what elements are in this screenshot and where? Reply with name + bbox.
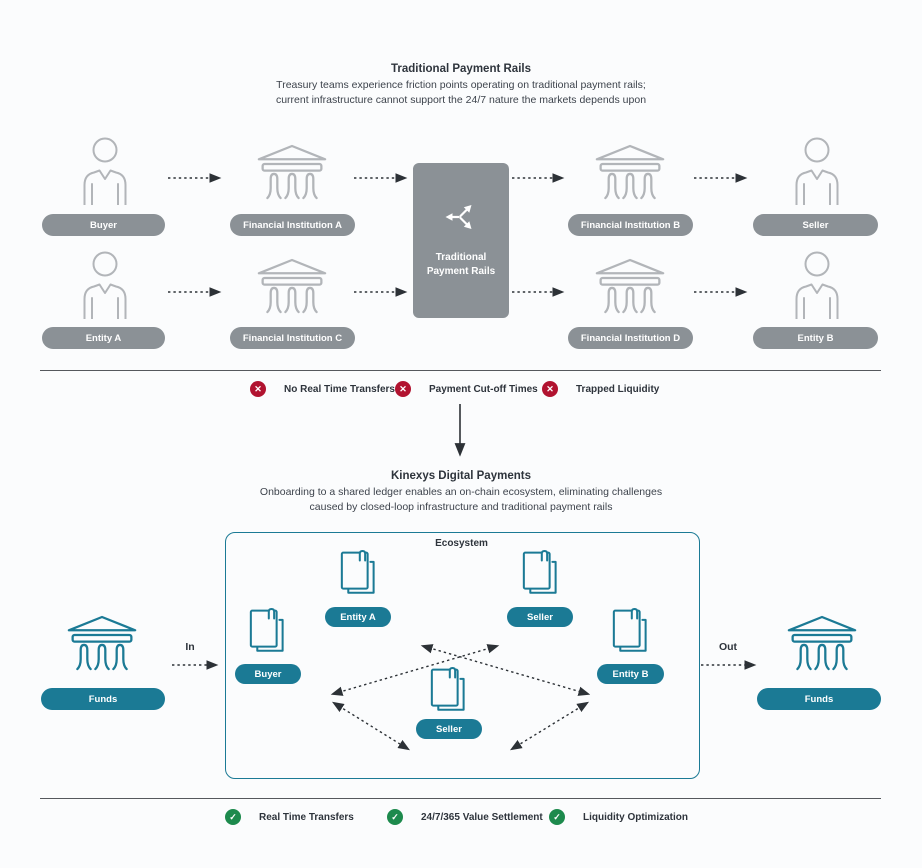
cross-icon: ✕ [250, 381, 266, 397]
check-icon: ✓ [387, 809, 403, 825]
traditional-payment-rails-hub: Traditional Payment Rails [413, 163, 509, 318]
person-icon [81, 137, 129, 205]
node-entity-b: Entity B [597, 664, 664, 684]
issue-label: Payment Cut-off Times [429, 383, 538, 395]
benefit-item: ✓ 24/7/365 Value Settlement [387, 809, 543, 825]
issue-item: ✕ No Real Time Transfers [250, 381, 395, 397]
section-divider [40, 370, 881, 371]
traditional-section-title: Traditional Payment Rails [391, 63, 531, 75]
hub-label-line2: Payment Rails [426, 266, 496, 277]
person-icon [793, 137, 841, 205]
bank-icon [786, 612, 858, 676]
hub-label-line1: Traditional [435, 252, 487, 263]
label-financial-institution-d: Financial Institution D [568, 327, 693, 349]
kinexys-section-title: Kinexys Digital Payments [391, 470, 531, 482]
ledger-icon [249, 607, 284, 653]
traditional-section-subtitle-2: current infrastructure cannot support th… [275, 94, 647, 106]
bank-icon [256, 256, 328, 318]
bank-icon [594, 256, 666, 318]
ecosystem-box [225, 532, 700, 779]
section-divider [40, 798, 881, 799]
issue-label: Trapped Liquidity [576, 383, 660, 395]
bank-icon [594, 142, 666, 204]
kinexys-section-subtitle-1: Onboarding to a shared ledger enables an… [259, 486, 663, 498]
node-entity-a: Entity A [325, 607, 391, 627]
cross-icon: ✕ [395, 381, 411, 397]
benefit-label: 24/7/365 Value Settlement [421, 811, 543, 823]
benefit-item: ✓ Liquidity Optimization [549, 809, 688, 825]
issue-item: ✕ Trapped Liquidity [542, 381, 659, 397]
person-icon [793, 251, 841, 319]
branch-arrows-icon [439, 195, 483, 239]
benefit-label: Real Time Transfers [259, 811, 354, 823]
check-icon: ✓ [549, 809, 565, 825]
benefit-label: Liquidity Optimization [583, 811, 688, 823]
issue-item: ✕ Payment Cut-off Times [395, 381, 538, 397]
node-buyer: Buyer [235, 664, 301, 684]
benefit-item: ✓ Real Time Transfers [225, 809, 354, 825]
label-entity-a: Entity A [42, 327, 165, 349]
check-icon: ✓ [225, 809, 241, 825]
label-financial-institution-a: Financial Institution A [230, 214, 355, 236]
bank-icon [66, 612, 138, 676]
ledger-icon [340, 549, 375, 595]
direction-out-label: Out [718, 641, 738, 653]
label-seller: Seller [753, 214, 878, 236]
ecosystem-title: Ecosystem [435, 538, 488, 549]
person-icon [81, 251, 129, 319]
bank-icon [256, 142, 328, 204]
cross-icon: ✕ [542, 381, 558, 397]
label-funds-in: Funds [41, 688, 165, 710]
kinexys-section-subtitle-2: caused by closed-loop infrastructure and… [309, 501, 613, 513]
label-funds-out: Funds [757, 688, 881, 710]
direction-in-label: In [185, 641, 195, 653]
traditional-section-subtitle-1: Treasury teams experience friction point… [276, 79, 646, 91]
node-seller-top: Seller [507, 607, 573, 627]
ledger-icon [430, 666, 465, 712]
label-entity-b: Entity B [753, 327, 878, 349]
label-buyer: Buyer [42, 214, 165, 236]
node-seller-center: Seller [416, 719, 482, 739]
label-financial-institution-c: Financial Institution C [230, 327, 355, 349]
ledger-icon [612, 607, 647, 653]
label-financial-institution-b: Financial Institution B [568, 214, 693, 236]
issue-label: No Real Time Transfers [284, 383, 395, 395]
ledger-icon [522, 549, 557, 595]
